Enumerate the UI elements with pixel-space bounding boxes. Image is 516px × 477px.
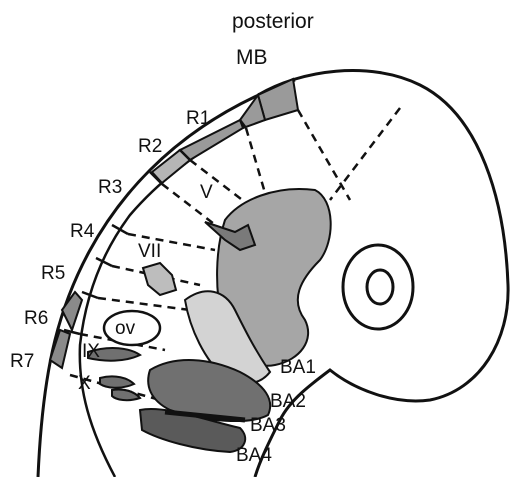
eye-inner-ring: [367, 270, 393, 304]
label-vii: VII: [138, 241, 161, 262]
facial-ganglion-vii: [143, 263, 176, 295]
eye-outer-ring: [343, 245, 413, 329]
label-r6: R6: [24, 308, 48, 329]
label-ba4: BA4: [236, 445, 272, 466]
vagal-ganglion-x: [100, 376, 134, 387]
rhombomere-r7: [50, 330, 70, 368]
label-r1: R1: [186, 108, 210, 129]
label-r7: R7: [10, 351, 34, 372]
label-ba3: BA3: [250, 415, 286, 436]
vagal-ganglion-x-2: [112, 389, 140, 400]
label-ix: IX: [82, 341, 100, 362]
label-posterior: posterior: [232, 10, 314, 33]
label-ba1: BA1: [280, 357, 316, 378]
label-r2: R2: [138, 136, 162, 157]
label-ov: ov: [115, 318, 136, 339]
label-x: X: [78, 373, 91, 394]
label-r5: R5: [41, 263, 65, 284]
rhombomere-r6: [62, 292, 82, 330]
label-r4: R4: [70, 221, 95, 242]
label-v: V: [200, 182, 213, 203]
label-r3: R3: [98, 177, 122, 198]
label-mb: MB: [236, 46, 268, 69]
label-ba2: BA2: [270, 391, 306, 412]
